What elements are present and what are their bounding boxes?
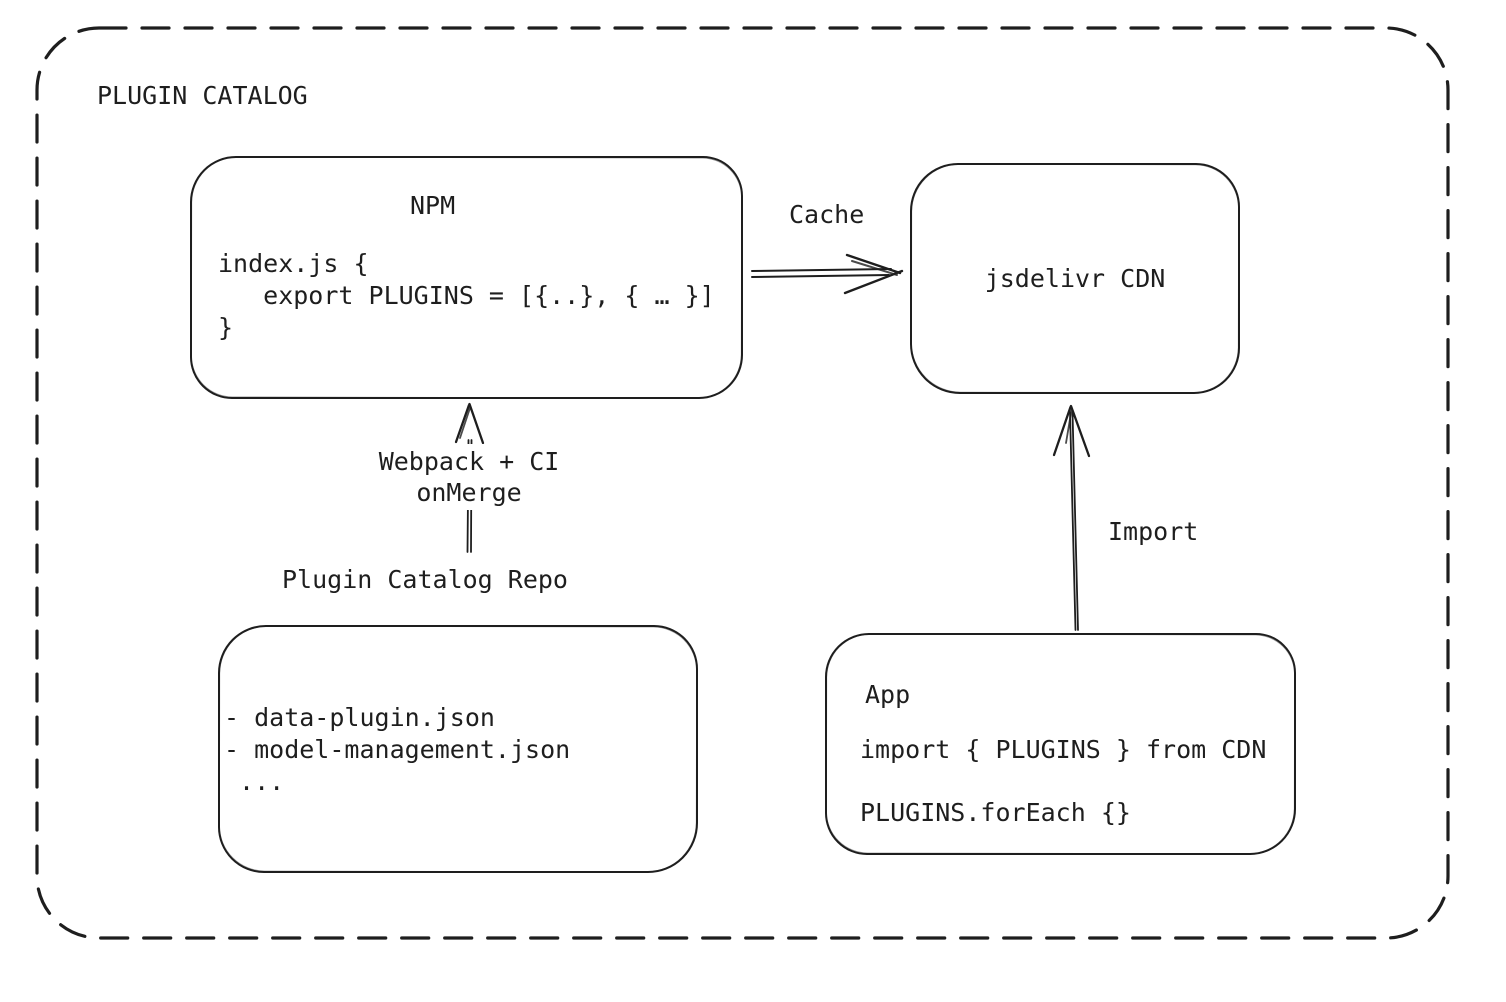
cdn-node-label: jsdelivr CDN xyxy=(984,264,1166,293)
npm-node xyxy=(190,156,743,399)
app-node-import-line: import { PLUGINS } from CDN xyxy=(860,735,1267,764)
import-arrow xyxy=(1052,404,1091,631)
npm-node-title: NPM xyxy=(410,191,456,220)
diagram-title: PLUGIN CATALOG xyxy=(97,81,308,110)
cdn-node: jsdelivr CDN xyxy=(910,163,1240,394)
repo-node-title: Plugin Catalog Repo xyxy=(282,565,568,594)
app-node xyxy=(825,633,1296,855)
build-edge-label: Webpack + CI onMerge xyxy=(339,444,599,510)
repo-node xyxy=(218,625,698,873)
app-node-title: App xyxy=(865,680,911,709)
import-edge-label: Import xyxy=(1108,517,1199,546)
cache-edge-label: Cache xyxy=(789,200,865,229)
plugin-catalog-dashed-border xyxy=(35,26,1450,940)
npm-node-code: index.js { export PLUGINS = [{..}, { … }… xyxy=(218,249,715,342)
repo-node-file-list: - data-plugin.json - model-management.js… xyxy=(224,703,571,796)
cache-arrow xyxy=(751,253,904,295)
app-node-foreach-line: PLUGINS.forEach {} xyxy=(860,798,1131,827)
